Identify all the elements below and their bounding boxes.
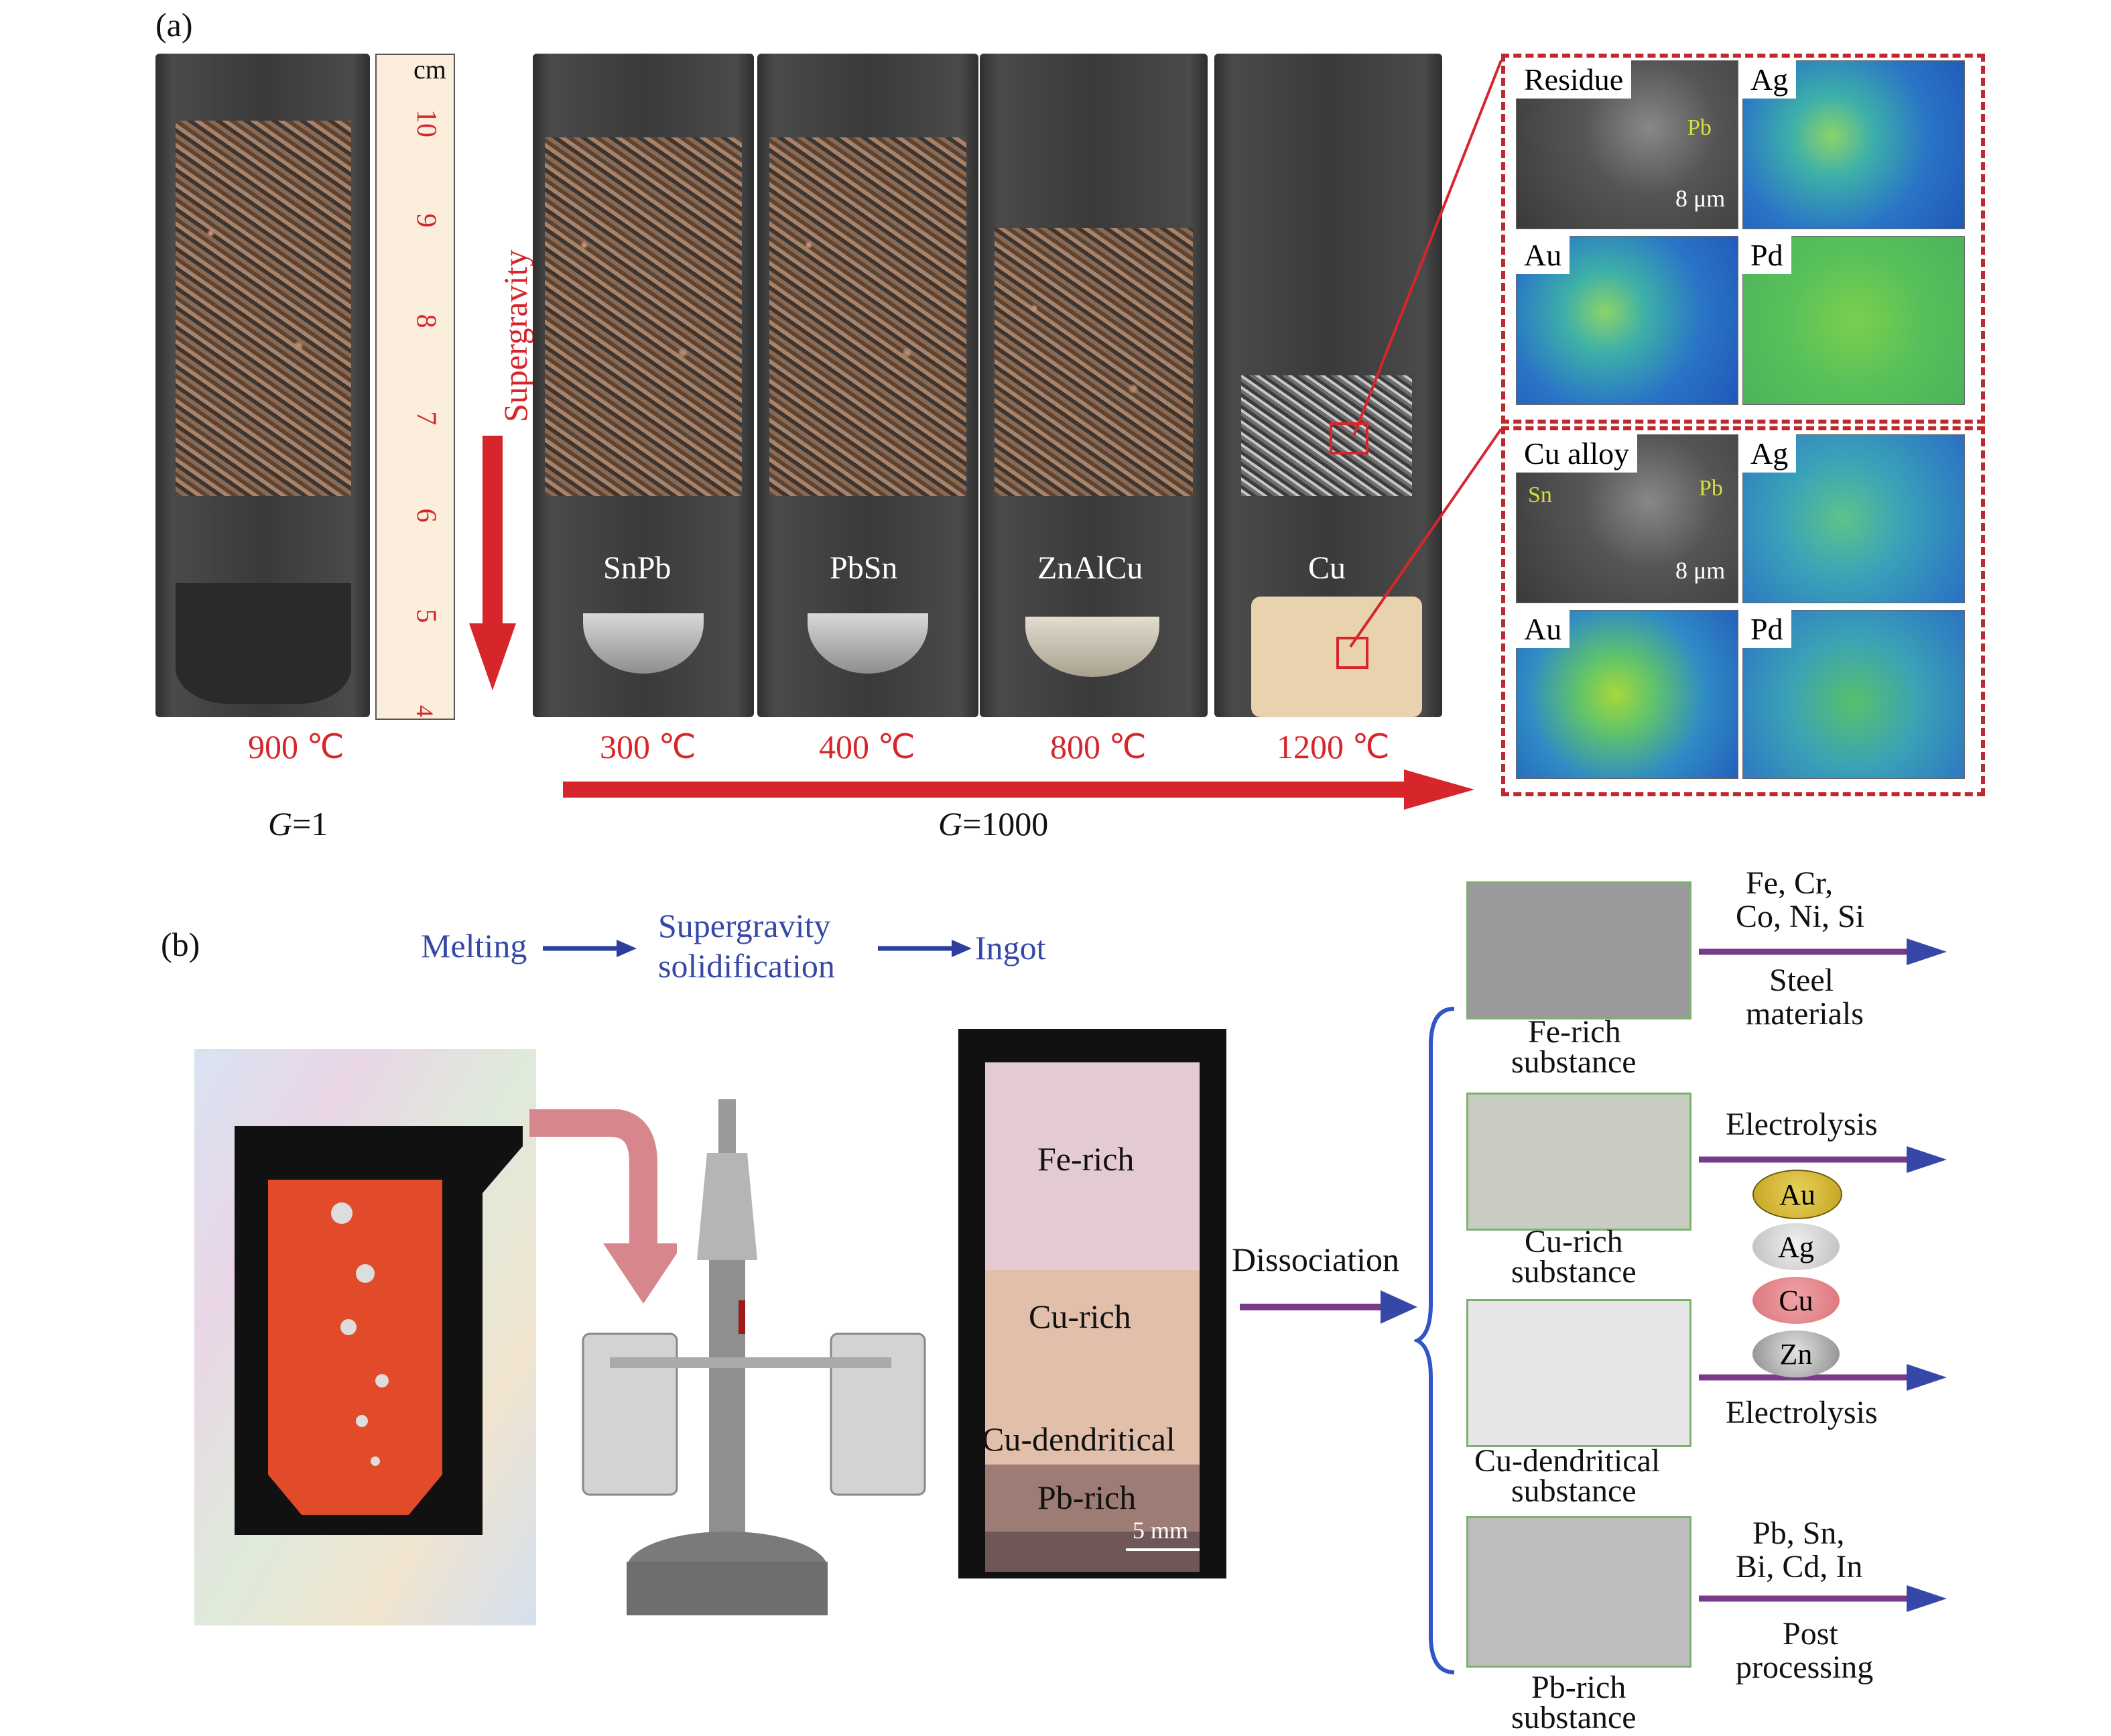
dissociation-arrow xyxy=(1240,1290,1417,1324)
temp-1200: 1200 ℃ xyxy=(1277,728,1390,765)
crucible-photo-cu xyxy=(1214,54,1442,717)
alloy-label-znalcu: ZnAlCu xyxy=(1037,550,1143,586)
step-melting: Melting xyxy=(421,927,527,965)
ruler-tick-6: 6 xyxy=(410,508,442,523)
cu-dendritical-name-2: substance xyxy=(1511,1473,1637,1509)
cu-dendritical-name-1: Cu-dendritical xyxy=(1474,1443,1661,1479)
alloy-label-cu: Cu xyxy=(1308,550,1346,586)
fe-product-1: Steel xyxy=(1769,963,1834,998)
crucible-drawing xyxy=(235,1126,523,1535)
residue-pd-label: Pd xyxy=(1742,236,1791,274)
electrolysis-label-1: Electrolysis xyxy=(1726,1107,1878,1142)
output-arrow-fe xyxy=(1699,938,1947,965)
alloy-label-pbsn: PbSn xyxy=(830,550,898,586)
pb-rich-photo xyxy=(1466,1516,1691,1668)
output-arrow-dendritical xyxy=(1699,1364,1947,1391)
pb-product-1: Post xyxy=(1783,1616,1838,1652)
residue-title: Residue xyxy=(1516,60,1632,99)
step-arrow-2 xyxy=(878,940,972,957)
step-arrow-1 xyxy=(543,940,637,957)
pb-rich-name-2: substance xyxy=(1511,1700,1637,1735)
crucible-photo-g1 xyxy=(155,54,370,717)
supergravity-label: Supergravity xyxy=(497,249,534,422)
output-arrow-cu xyxy=(1699,1146,1947,1173)
cu-rich-name-1: Cu-rich xyxy=(1525,1224,1623,1259)
cu-alloy-au-label: Au xyxy=(1516,610,1570,648)
pb-rich-name-1: Pb-rich xyxy=(1531,1670,1626,1705)
crucible-photo-pbsn xyxy=(757,54,978,717)
step-supergravity: Supergravity xyxy=(658,907,831,944)
g1-label: G=1 xyxy=(268,805,328,843)
g1000-label: G=1000 xyxy=(938,805,1049,843)
temp-900: 900 ℃ xyxy=(248,728,344,765)
fe-elements-2: Co, Ni, Si xyxy=(1736,899,1865,934)
brace xyxy=(1414,1007,1455,1674)
metal-au: Au xyxy=(1752,1170,1842,1219)
residue-scale: 8 μm xyxy=(1675,185,1726,212)
step-ingot: Ingot xyxy=(975,929,1046,967)
pb-elements-2: Bi, Cd, In xyxy=(1736,1549,1863,1585)
ruler-tick-5: 5 xyxy=(410,609,442,623)
centrifuge-illustration xyxy=(582,1099,926,1615)
ruler-tick-4: 4 xyxy=(411,705,438,717)
fe-rich-name-1: Fe-rich xyxy=(1528,1014,1621,1050)
dissociation-label: Dissociation xyxy=(1232,1241,1399,1278)
layer-pb-rich: Pb-rich xyxy=(1037,1479,1137,1516)
residue-pb-label: Pb xyxy=(1687,115,1712,140)
ruler-tick-7: 7 xyxy=(410,411,442,426)
residue-eds-box xyxy=(1501,54,1985,424)
cu-alloy-eds-box xyxy=(1501,426,1985,796)
ruler-tick-10: 10 xyxy=(411,109,442,137)
crucible-photo-znalcu xyxy=(980,54,1208,717)
ruler: cm xyxy=(375,54,455,720)
step-solidification: solidification xyxy=(658,947,835,985)
cu-rich-photo xyxy=(1466,1093,1691,1231)
ingot-scale-bar: 5 mm xyxy=(1133,1517,1189,1544)
crucible-photo-snpb xyxy=(533,54,754,717)
supergravity-arrow xyxy=(469,436,516,690)
cu-alloy-title: Cu alloy xyxy=(1516,434,1638,473)
panel-b-label: (b) xyxy=(161,926,200,963)
residue-ag-label: Ag xyxy=(1742,60,1797,99)
cu-alloy-pb-label: Pb xyxy=(1699,476,1723,501)
cu-alloy-ag-label: Ag xyxy=(1742,434,1797,473)
layer-cu-rich: Cu-rich xyxy=(1029,1298,1131,1335)
metal-cu: Cu xyxy=(1752,1277,1840,1324)
cu-alloy-sn-label: Sn xyxy=(1528,483,1552,507)
layer-cu-dendritical: Cu-dendritical xyxy=(982,1420,1175,1458)
cu-alloy-pd-label: Pd xyxy=(1742,610,1791,648)
pb-elements-1: Pb, Sn, xyxy=(1752,1515,1845,1551)
ruler-tick-8: 8 xyxy=(410,314,442,328)
cu-rich-name-2: substance xyxy=(1511,1254,1637,1290)
zoom-connector-lines xyxy=(1349,60,1502,648)
output-arrow-pb xyxy=(1699,1585,1947,1612)
temp-800: 800 ℃ xyxy=(1050,728,1147,765)
fe-rich-photo xyxy=(1466,881,1691,1019)
temp-400: 400 ℃ xyxy=(819,728,915,765)
cu-alloy-scale: 8 μm xyxy=(1675,557,1726,584)
pour-arrow xyxy=(529,1109,677,1304)
fe-product-2: materials xyxy=(1746,996,1864,1032)
temp-300: 300 ℃ xyxy=(600,728,696,765)
cu-dendritical-photo xyxy=(1466,1299,1691,1447)
residue-au-label: Au xyxy=(1516,236,1570,274)
temperature-arrow xyxy=(563,769,1474,810)
fe-elements-1: Fe, Cr, xyxy=(1746,865,1834,901)
ruler-unit: cm xyxy=(413,54,446,84)
ingot-scale-line xyxy=(1126,1548,1200,1551)
panel-a-label: (a) xyxy=(155,6,193,44)
pb-product-2: processing xyxy=(1736,1650,1874,1685)
layer-fe-rich: Fe-rich xyxy=(1037,1140,1135,1178)
electrolysis-label-2: Electrolysis xyxy=(1726,1395,1878,1430)
metal-zn: Zn xyxy=(1752,1330,1840,1377)
ingot-photo xyxy=(958,1029,1226,1578)
metal-ag: Ag xyxy=(1752,1223,1840,1270)
alloy-label-snpb: SnPb xyxy=(603,550,671,586)
ruler-tick-9: 9 xyxy=(410,213,442,228)
fe-rich-name-2: substance xyxy=(1511,1044,1637,1080)
